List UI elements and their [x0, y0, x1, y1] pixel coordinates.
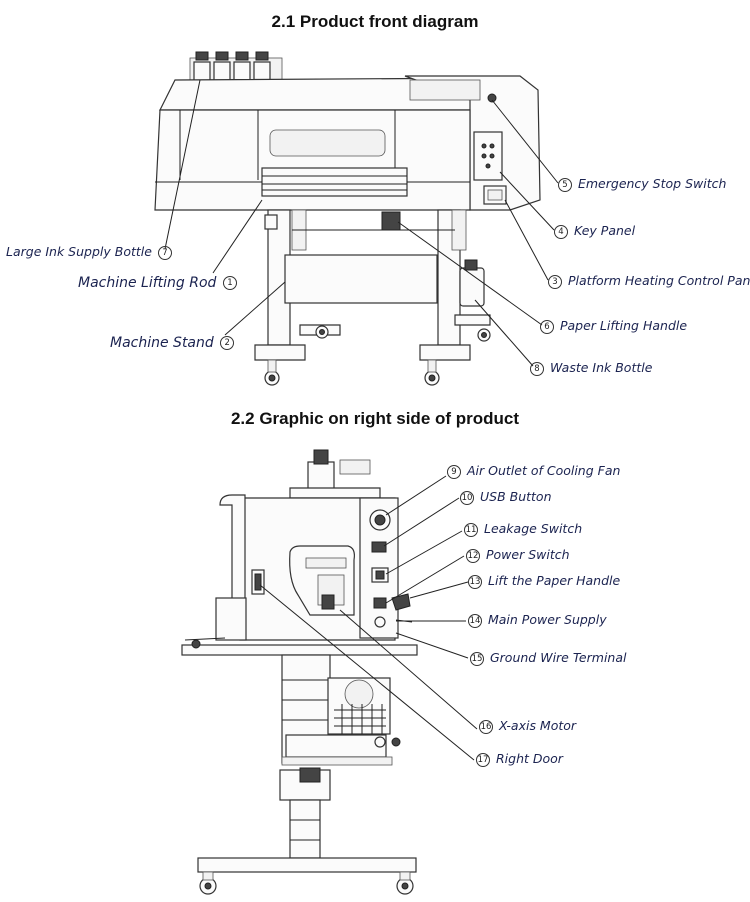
label-machine-stand: Machine Stand 2	[110, 335, 236, 351]
label-air-outlet-cooling-fan: 9 Air Outlet of Cooling Fan	[445, 463, 620, 479]
label-text: Key Panel	[573, 223, 636, 238]
callout-number: 4	[554, 224, 568, 239]
callout-number: 8	[530, 361, 544, 376]
callout-number: 3	[548, 274, 562, 289]
callout-number: 2	[220, 336, 235, 350]
label-lift-paper-handle: 13 Lift the Paper Handle	[466, 573, 620, 589]
label-text: Paper Lifting Handle	[559, 318, 688, 333]
label-x-axis-motor: 16 X-axis Motor	[477, 718, 576, 734]
label-text: X-axis Motor	[498, 718, 577, 733]
label-text: Waste Ink Bottle	[549, 360, 653, 375]
label-text: Machine Lifting Rod	[78, 275, 217, 291]
label-platform-heating-control-panel: 3 Platform Heating Control Panel	[546, 273, 750, 289]
label-emergency-stop-switch: 5 Emergency Stop Switch	[556, 176, 726, 192]
callout-number: 7	[157, 245, 172, 260]
label-leakage-switch: 11 Leakage Switch	[462, 521, 582, 537]
section-title-text: Product front diagram	[299, 12, 479, 31]
callout-number: 17	[476, 752, 490, 767]
label-text: Emergency Stop Switch	[577, 176, 727, 191]
callout-number: 16	[479, 719, 493, 734]
label-machine-lifting-rod: Machine Lifting Rod 1	[78, 275, 239, 291]
label-text: Main Power Supply	[487, 612, 607, 627]
label-text: Large Ink Supply Bottle	[6, 244, 152, 259]
front-view-drawing	[154, 51, 559, 386]
right-side-view-drawing	[181, 449, 478, 895]
label-text: Ground Wire Terminal	[489, 650, 627, 665]
callout-number: 1	[222, 276, 237, 290]
label-main-power-supply: 14 Main Power Supply	[466, 612, 607, 628]
label-power-switch: 12 Power Switch	[464, 547, 570, 563]
section-title-right-side: 2.2 Graphic on right side of product	[0, 409, 750, 429]
label-waste-ink-bottle: 8 Waste Ink Bottle	[528, 360, 652, 376]
section-number: 2.2	[230, 409, 255, 428]
callout-number: 9	[447, 464, 461, 479]
label-paper-lifting-handle: 6 Paper Lifting Handle	[538, 318, 687, 334]
section-title-front: 2.1 Product front diagram	[0, 12, 750, 32]
callout-number: 13	[468, 574, 482, 589]
label-ground-wire-terminal: 15 Ground Wire Terminal	[468, 650, 626, 666]
label-text: USB Button	[479, 489, 552, 504]
callout-number: 6	[540, 319, 554, 334]
callout-number: 14	[468, 613, 482, 628]
section-title-text: Graphic on right side of product	[259, 409, 520, 428]
section-number: 2.1	[271, 12, 296, 31]
label-large-ink-supply-bottle: Large Ink Supply Bottle 7	[6, 244, 174, 260]
callout-number: 5	[558, 177, 572, 192]
label-text: Leakage Switch	[483, 521, 583, 536]
label-text: Power Switch	[485, 547, 570, 562]
label-usb-button: 10 USB Button	[458, 489, 552, 505]
label-right-door: 17 Right Door	[474, 751, 563, 767]
label-text: Lift the Paper Handle	[487, 573, 621, 588]
label-text: Platform Heating Control Panel	[567, 273, 750, 288]
label-text: Air Outlet of Cooling Fan	[466, 463, 621, 478]
callout-number: 11	[464, 522, 478, 537]
label-text: Right Door	[495, 751, 563, 766]
callout-number: 15	[470, 651, 484, 666]
label-text: Machine Stand	[110, 335, 214, 351]
callout-number: 10	[460, 490, 474, 505]
label-key-panel: 4 Key Panel	[552, 223, 635, 239]
callout-number: 12	[466, 548, 480, 563]
